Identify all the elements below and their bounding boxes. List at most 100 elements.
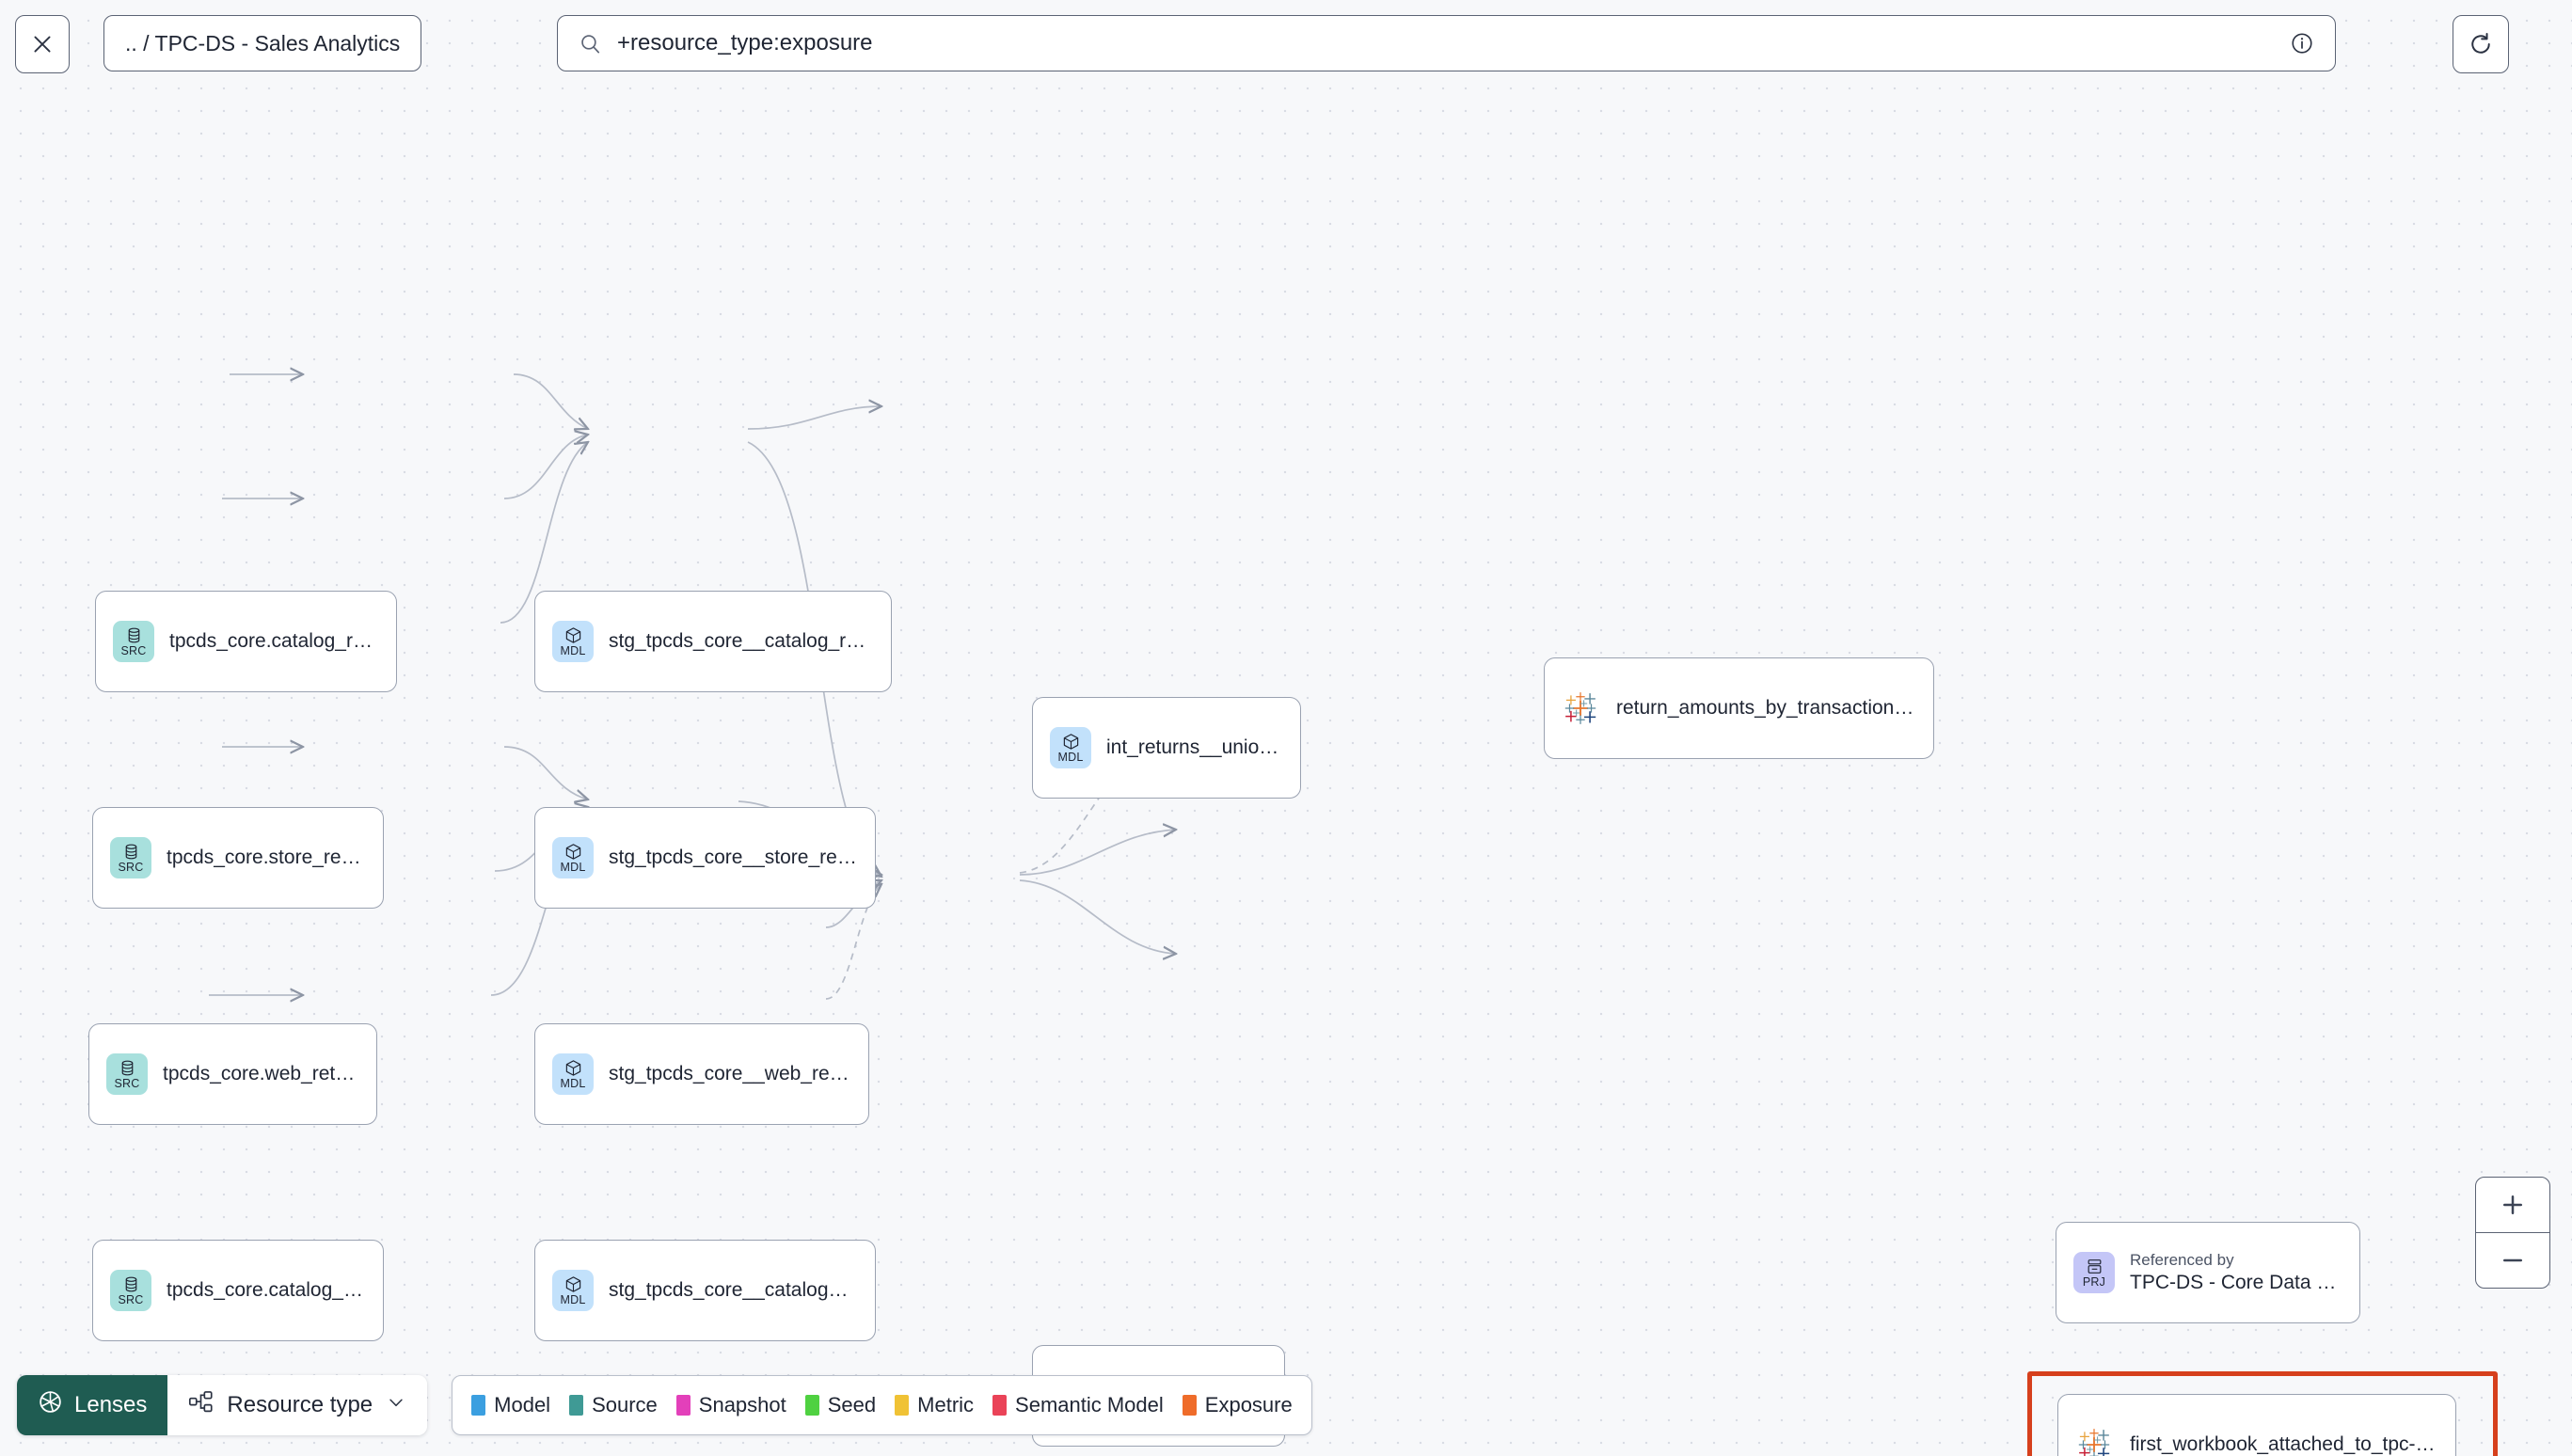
node-labels: stg_tpcds_core__catalog_sales: [609, 1278, 858, 1303]
legend-swatch: [804, 1395, 819, 1416]
node-badge-exposure: [1562, 689, 1599, 727]
node-badge-source: SRC: [113, 621, 154, 662]
node-badge-label: SRC: [114, 1076, 140, 1090]
zoom-in-button[interactable]: [2476, 1178, 2549, 1232]
graph-node-src_web_returns[interactable]: SRC tpcds_core.web_returns: [88, 1023, 377, 1125]
node-badge-label: MDL: [560, 1076, 586, 1090]
node-name: int_returns__unioned: [1106, 736, 1283, 758]
aperture-icon: [38, 1389, 63, 1421]
node-labels: tpcds_core.store_returns: [167, 846, 366, 870]
search-icon: [579, 32, 602, 55]
node-badge-label: SRC: [120, 643, 147, 657]
node-labels: return_amounts_by_transaction_type: [1616, 696, 1916, 720]
minus-icon: [2503, 1258, 2522, 1262]
node-name: return_amounts_by_transaction_type: [1616, 697, 1916, 719]
node-name: tpcds_core.catalog_returns: [169, 630, 379, 652]
search-bar[interactable]: +resource_type:exposure: [557, 15, 2336, 71]
database-icon: [128, 627, 139, 643]
breadcrumb-label: .. / TPC-DS - Sales Analytics: [125, 30, 401, 55]
legend-item-snapshot[interactable]: Snapshot: [675, 1393, 786, 1417]
graph-node-stg_store_returns[interactable]: MDL stg_tpcds_core__store_returns: [534, 807, 876, 909]
node-labels: tpcds_core.catalog_returns: [169, 629, 379, 654]
legend-label: Snapshot: [698, 1393, 786, 1416]
cube-icon: [565, 627, 580, 643]
node-badge-label: MDL: [560, 860, 586, 874]
node-labels: stg_tpcds_core__store_returns: [609, 846, 858, 870]
graph-node-stg_catalog_sales[interactable]: MDL stg_tpcds_core__catalog_sales: [534, 1240, 876, 1341]
app-header: .. / TPC-DS - Sales Analytics +resource_…: [0, 0, 2572, 111]
graph-node-src_catalog_sales[interactable]: SRC tpcds_core.catalog_sales: [92, 1240, 384, 1341]
legend-item-source[interactable]: Source: [569, 1393, 658, 1417]
hierarchy-icon: [188, 1389, 214, 1421]
cube-icon: [565, 1060, 580, 1076]
node-badge-label: MDL: [1057, 750, 1084, 764]
graph-node-stg_catalog_returns[interactable]: MDL stg_tpcds_core__catalog_returns: [534, 591, 892, 692]
project-icon: [2088, 1259, 2101, 1274]
legend-label: Semantic Model: [1015, 1393, 1164, 1416]
legend-item-semantic-model[interactable]: Semantic Model: [992, 1393, 1164, 1417]
node-badge-model: MDL: [552, 1053, 594, 1095]
node-name: stg_tpcds_core__catalog_returns: [609, 630, 874, 652]
graph-node-int_returns_unioned[interactable]: MDL int_returns__unioned: [1032, 697, 1301, 799]
node-name: tpcds_core.catalog_sales: [167, 1279, 366, 1301]
resource-type-label: Resource type: [227, 1392, 373, 1417]
close-button[interactable]: [15, 15, 70, 73]
database-icon: [125, 1276, 136, 1292]
plus-icon: [2503, 1195, 2522, 1214]
node-labels: stg_tpcds_core__web_returns: [609, 1062, 851, 1086]
node-subtitle: Referenced by: [2130, 1251, 2234, 1269]
legend-swatch: [569, 1395, 584, 1416]
legend-label: Metric: [917, 1393, 975, 1416]
legend-label: Source: [592, 1393, 658, 1416]
node-badge-label: MDL: [560, 1292, 586, 1306]
node-name: first_workbook_attached_to_tpc-ds_-_…: [2130, 1433, 2438, 1455]
legend-swatch: [675, 1395, 691, 1416]
zoom-out-button[interactable]: [2476, 1233, 2549, 1288]
node-name: stg_tpcds_core__web_returns: [609, 1063, 851, 1084]
node-name: tpcds_core.store_returns: [167, 847, 366, 868]
zoom-separator: [2476, 1232, 2549, 1233]
legend-swatch: [1182, 1395, 1197, 1416]
cube-icon: [565, 1276, 580, 1292]
legend-item-metric[interactable]: Metric: [895, 1393, 974, 1417]
node-labels: tpcds_core.catalog_sales: [167, 1278, 366, 1303]
graph-node-first_workbook[interactable]: first_workbook_attached_to_tpc-ds_-_…: [2057, 1394, 2456, 1456]
graph-node-src_catalog_returns[interactable]: SRC tpcds_core.catalog_returns: [95, 591, 397, 692]
node-badge-label: PRJ: [2082, 1274, 2106, 1289]
legend-item-seed[interactable]: Seed: [804, 1393, 876, 1417]
node-badge-label: SRC: [118, 860, 144, 874]
node-labels: tpcds_core.web_returns: [163, 1062, 359, 1086]
legend-swatch: [471, 1395, 486, 1416]
close-icon: [34, 36, 51, 53]
legend-item-model[interactable]: Model: [471, 1393, 550, 1417]
node-badge-source: SRC: [110, 1270, 151, 1311]
tableau-icon: [2078, 1429, 2110, 1456]
lenses-label: Lenses: [74, 1392, 148, 1417]
resource-type-dropdown[interactable]: Resource type: [167, 1375, 428, 1435]
database-icon: [125, 844, 136, 860]
info-icon[interactable]: [2290, 31, 2314, 55]
refresh-button[interactable]: [2453, 15, 2509, 73]
lenses-button[interactable]: Lenses: [17, 1375, 168, 1435]
graph-node-return_amounts[interactable]: return_amounts_by_transaction_type: [1544, 657, 1934, 759]
node-badge-label: SRC: [118, 1292, 144, 1306]
chevron-down-icon: [386, 1392, 406, 1419]
legend-swatch: [895, 1395, 910, 1416]
zoom-controls: [2475, 1177, 2550, 1289]
legend-swatch: [992, 1395, 1008, 1416]
graph-node-stg_web_returns[interactable]: MDL stg_tpcds_core__web_returns: [534, 1023, 869, 1125]
node-badge-model: MDL: [552, 1270, 594, 1311]
breadcrumb[interactable]: .. / TPC-DS - Sales Analytics: [103, 15, 422, 71]
search-input[interactable]: +resource_type:exposure: [617, 30, 873, 55]
legend-item-exposure[interactable]: Exposure: [1182, 1393, 1293, 1417]
node-badge-source: SRC: [110, 837, 151, 878]
node-name: stg_tpcds_core__store_returns: [609, 847, 858, 868]
tableau-icon: [1564, 692, 1596, 724]
node-badge-model: MDL: [552, 837, 594, 878]
graph-node-src_store_returns[interactable]: SRC tpcds_core.store_returns: [92, 807, 384, 909]
cube-icon: [1063, 734, 1078, 750]
node-badge-model: MDL: [552, 621, 594, 662]
